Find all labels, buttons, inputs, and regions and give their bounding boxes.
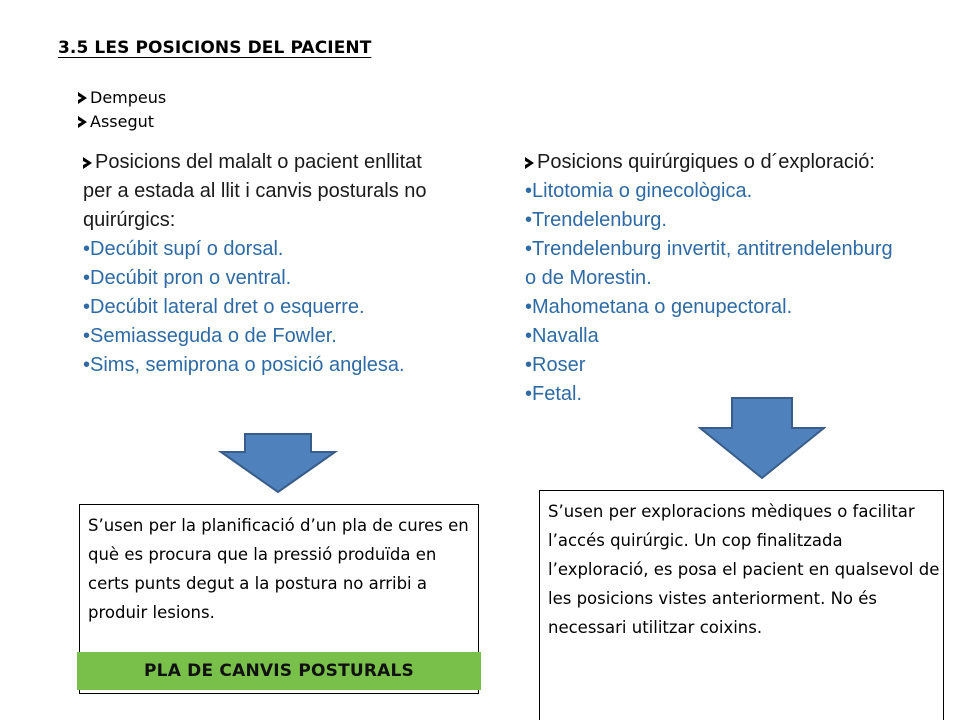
left-description-text: S’usen per la planificació d’un pla de c… [88, 516, 469, 622]
list-item: •Sims, semiprona o posició anglesa. [83, 354, 405, 376]
right-position-list: Posicions quirúrgiques o d´exploració: •… [525, 148, 905, 409]
left-position-list: Posicions del malalt o pacient enllitat … [83, 148, 443, 380]
top-bullet-item: Assegut [78, 110, 166, 134]
left-heading-text: Posicions del malalt o pacient enllitat … [83, 151, 427, 231]
list-item: •Trendelenburg invertit, antitrendelenbu… [525, 238, 893, 289]
left-list-heading: Posicions del malalt o pacient enllitat … [83, 148, 443, 235]
down-arrow-icon [698, 397, 826, 480]
arrow-bullet-icon [525, 157, 534, 169]
top-bullet-list: Dempeus Assegut [78, 86, 166, 134]
top-bullet-item: Dempeus [78, 86, 166, 110]
list-item: •Decúbit pron o ventral. [83, 267, 292, 289]
list-item: •Semiasseguda o de Fowler. [83, 325, 337, 347]
posture-plan-label-text: PLA DE CANVIS POSTURALS [144, 661, 414, 681]
right-description-text: S’usen per exploracions mèdiques o facil… [548, 502, 940, 637]
right-description-box: S’usen per exploracions mèdiques o facil… [539, 490, 944, 720]
list-item: •Mahometana o genupectoral. [525, 296, 793, 318]
list-item: •Litotomia o ginecològica. [525, 180, 753, 202]
posture-plan-label: PLA DE CANVIS POSTURALS [77, 652, 481, 690]
list-item: •Fetal. [525, 383, 583, 405]
list-item: •Navalla [525, 325, 599, 347]
arrow-bullet-icon [78, 92, 87, 104]
right-list-heading: Posicions quirúrgiques o d´exploració: [525, 148, 905, 177]
list-item: •Decúbit lateral dret o esquerre. [83, 296, 365, 318]
list-item: •Roser [525, 354, 586, 376]
page-title: 3.5 LES POSICIONS DEL PACIENT [58, 38, 372, 58]
list-item: •Decúbit supí o dorsal. [83, 238, 284, 260]
arrow-bullet-icon [83, 157, 92, 169]
top-bullet-label: Dempeus [90, 88, 167, 107]
list-item: •Trendelenburg. [525, 209, 667, 231]
down-arrow-icon [218, 433, 338, 494]
right-heading-text: Posicions quirúrgiques o d´exploració: [537, 151, 875, 173]
arrow-bullet-icon [78, 116, 87, 128]
top-bullet-label: Assegut [90, 112, 155, 131]
